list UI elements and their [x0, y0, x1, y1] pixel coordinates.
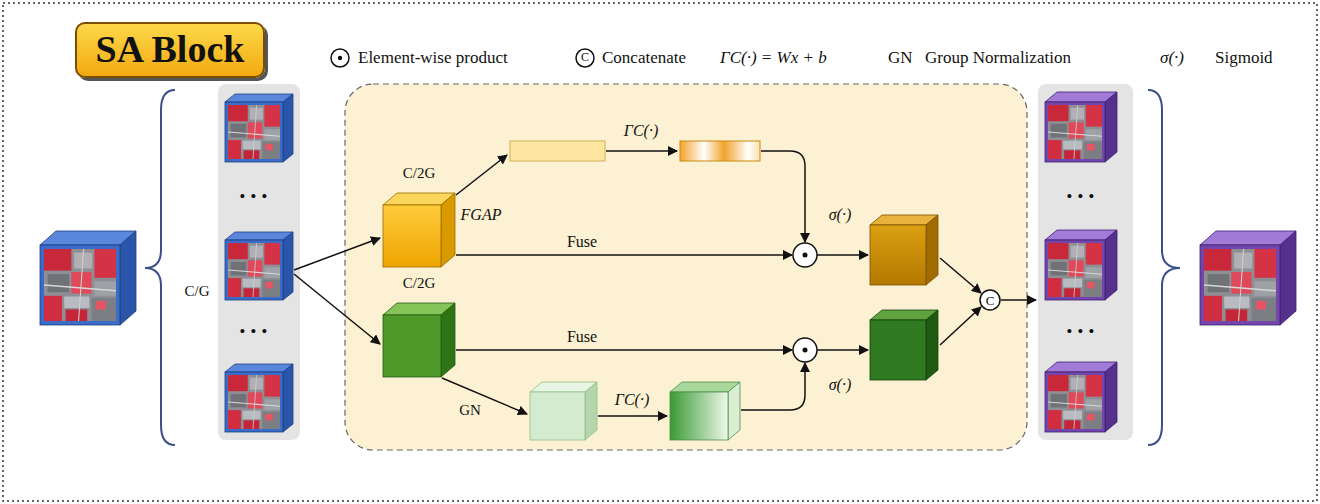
ellipsis: • • • [1067, 188, 1095, 205]
spatial-cube [383, 303, 455, 377]
wire [1001, 299, 1036, 301]
wire [817, 349, 868, 351]
operation-label: Fuse [567, 328, 597, 346]
wire [606, 150, 677, 152]
legend-text: Element-wise product [358, 48, 508, 68]
ellipsis: • • • [240, 188, 268, 205]
wire [442, 378, 527, 414]
pooled-vector [510, 141, 605, 161]
weight-vector [680, 141, 760, 161]
abbreviation: GN [888, 48, 913, 68]
node-text: C/2G [403, 275, 436, 292]
node-text: C [986, 294, 995, 307]
wire [294, 274, 380, 344]
image-cube [1045, 230, 1117, 300]
right-brace [1148, 90, 1180, 445]
legend-note: Group Normalization [925, 48, 1071, 68]
wire [761, 151, 805, 242]
legend-note: Sigmoid [1215, 48, 1273, 68]
image-cube [225, 94, 293, 162]
product-circle [793, 338, 817, 362]
node-text: C/2G [403, 165, 436, 182]
operation-label: Fuse [567, 233, 597, 251]
operation-label: ΓC(·) [615, 391, 649, 409]
output-cube [1200, 231, 1296, 325]
operation-label: FGAP [461, 206, 502, 224]
wire [456, 349, 792, 351]
output-cube [870, 215, 938, 285]
image-cube [1045, 362, 1117, 432]
operation-label: ΓC(·) [624, 122, 658, 140]
ellipsis: • • • [240, 323, 268, 340]
group-panel [218, 84, 300, 440]
wire [598, 415, 667, 417]
wire [817, 254, 868, 256]
wire [294, 238, 380, 270]
input-cube [40, 231, 136, 325]
weight-cube [670, 382, 740, 440]
node-text: SA Block [96, 28, 245, 72]
symbol-letter: C [581, 51, 589, 65]
title-box: SA Block [75, 22, 265, 78]
output-cube [870, 310, 938, 380]
legend-text: Concatenate [602, 48, 686, 68]
wire [456, 254, 792, 256]
channel-cube [383, 193, 455, 267]
formula: ΓC(·) = Wx + b [720, 48, 827, 68]
wire [456, 155, 507, 195]
circle-outline [980, 290, 1000, 310]
product-circle [793, 243, 817, 267]
concat-node: C [979, 289, 1001, 311]
group-panel [1038, 84, 1133, 440]
normalized-cube [530, 382, 597, 440]
ellipsis: • • • [1067, 323, 1095, 340]
feature-cube: C/2G [383, 165, 455, 270]
wire [940, 307, 981, 345]
product-symbol [331, 49, 349, 67]
operation-label: σ(·) [829, 206, 852, 224]
concat-symbol [576, 49, 594, 67]
wire [741, 363, 805, 410]
image-cube [1045, 92, 1117, 162]
attention-panel [345, 84, 1027, 450]
wires [294, 151, 1036, 416]
wire [940, 258, 981, 293]
image-cube [225, 232, 293, 300]
operation-label: σ(·) [829, 376, 852, 394]
outer-border [3, 3, 1317, 501]
formula: σ(·) [1160, 48, 1184, 68]
operation-label: GN [459, 402, 481, 419]
image-cube [225, 364, 293, 432]
left-brace [145, 90, 175, 445]
group-label: C/G [184, 283, 209, 300]
feature-cube: C/2G [383, 275, 455, 380]
